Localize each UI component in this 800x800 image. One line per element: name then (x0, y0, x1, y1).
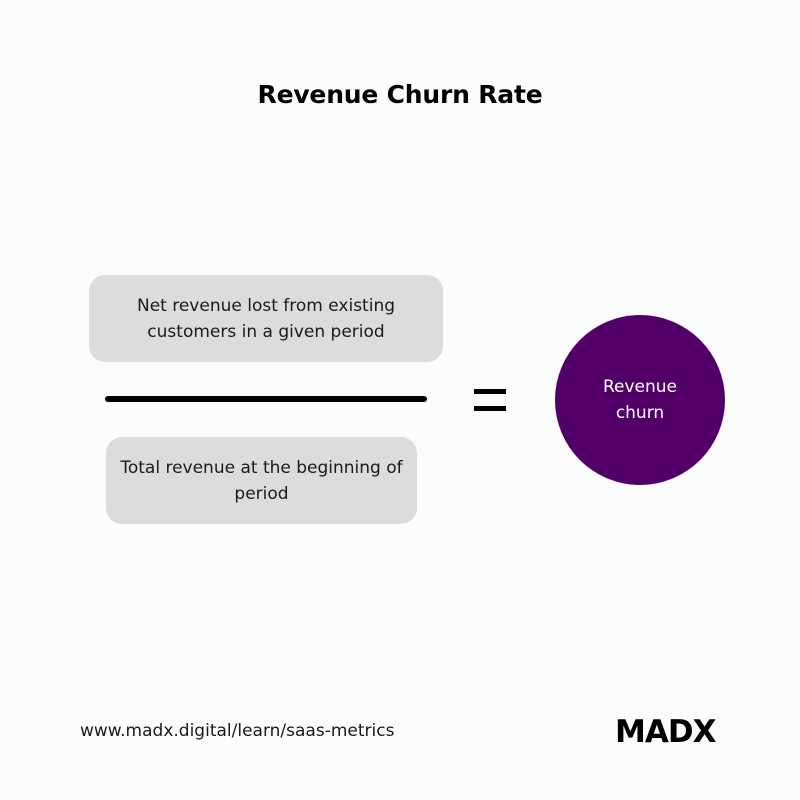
result-text: Revenue churn (602, 377, 678, 423)
denominator-box: Total revenue at the beginning of period (106, 437, 417, 524)
denominator-text: Total revenue at the beginning of period (120, 457, 403, 504)
footer-url: www.madx.digital/learn/saas-metrics (80, 721, 395, 741)
equals-bar-bottom (474, 406, 506, 411)
equals-sign (474, 389, 506, 411)
fraction-bar (105, 396, 427, 402)
diagram-title: Revenue Churn Rate (257, 80, 543, 109)
madx-logo: MADX (615, 714, 716, 750)
numerator-text: Net revenue lost from existing customers… (136, 295, 396, 342)
numerator-box: Net revenue lost from existing customers… (89, 275, 443, 362)
result-circle: Revenue churn (555, 315, 725, 485)
equals-bar-top (474, 389, 506, 394)
